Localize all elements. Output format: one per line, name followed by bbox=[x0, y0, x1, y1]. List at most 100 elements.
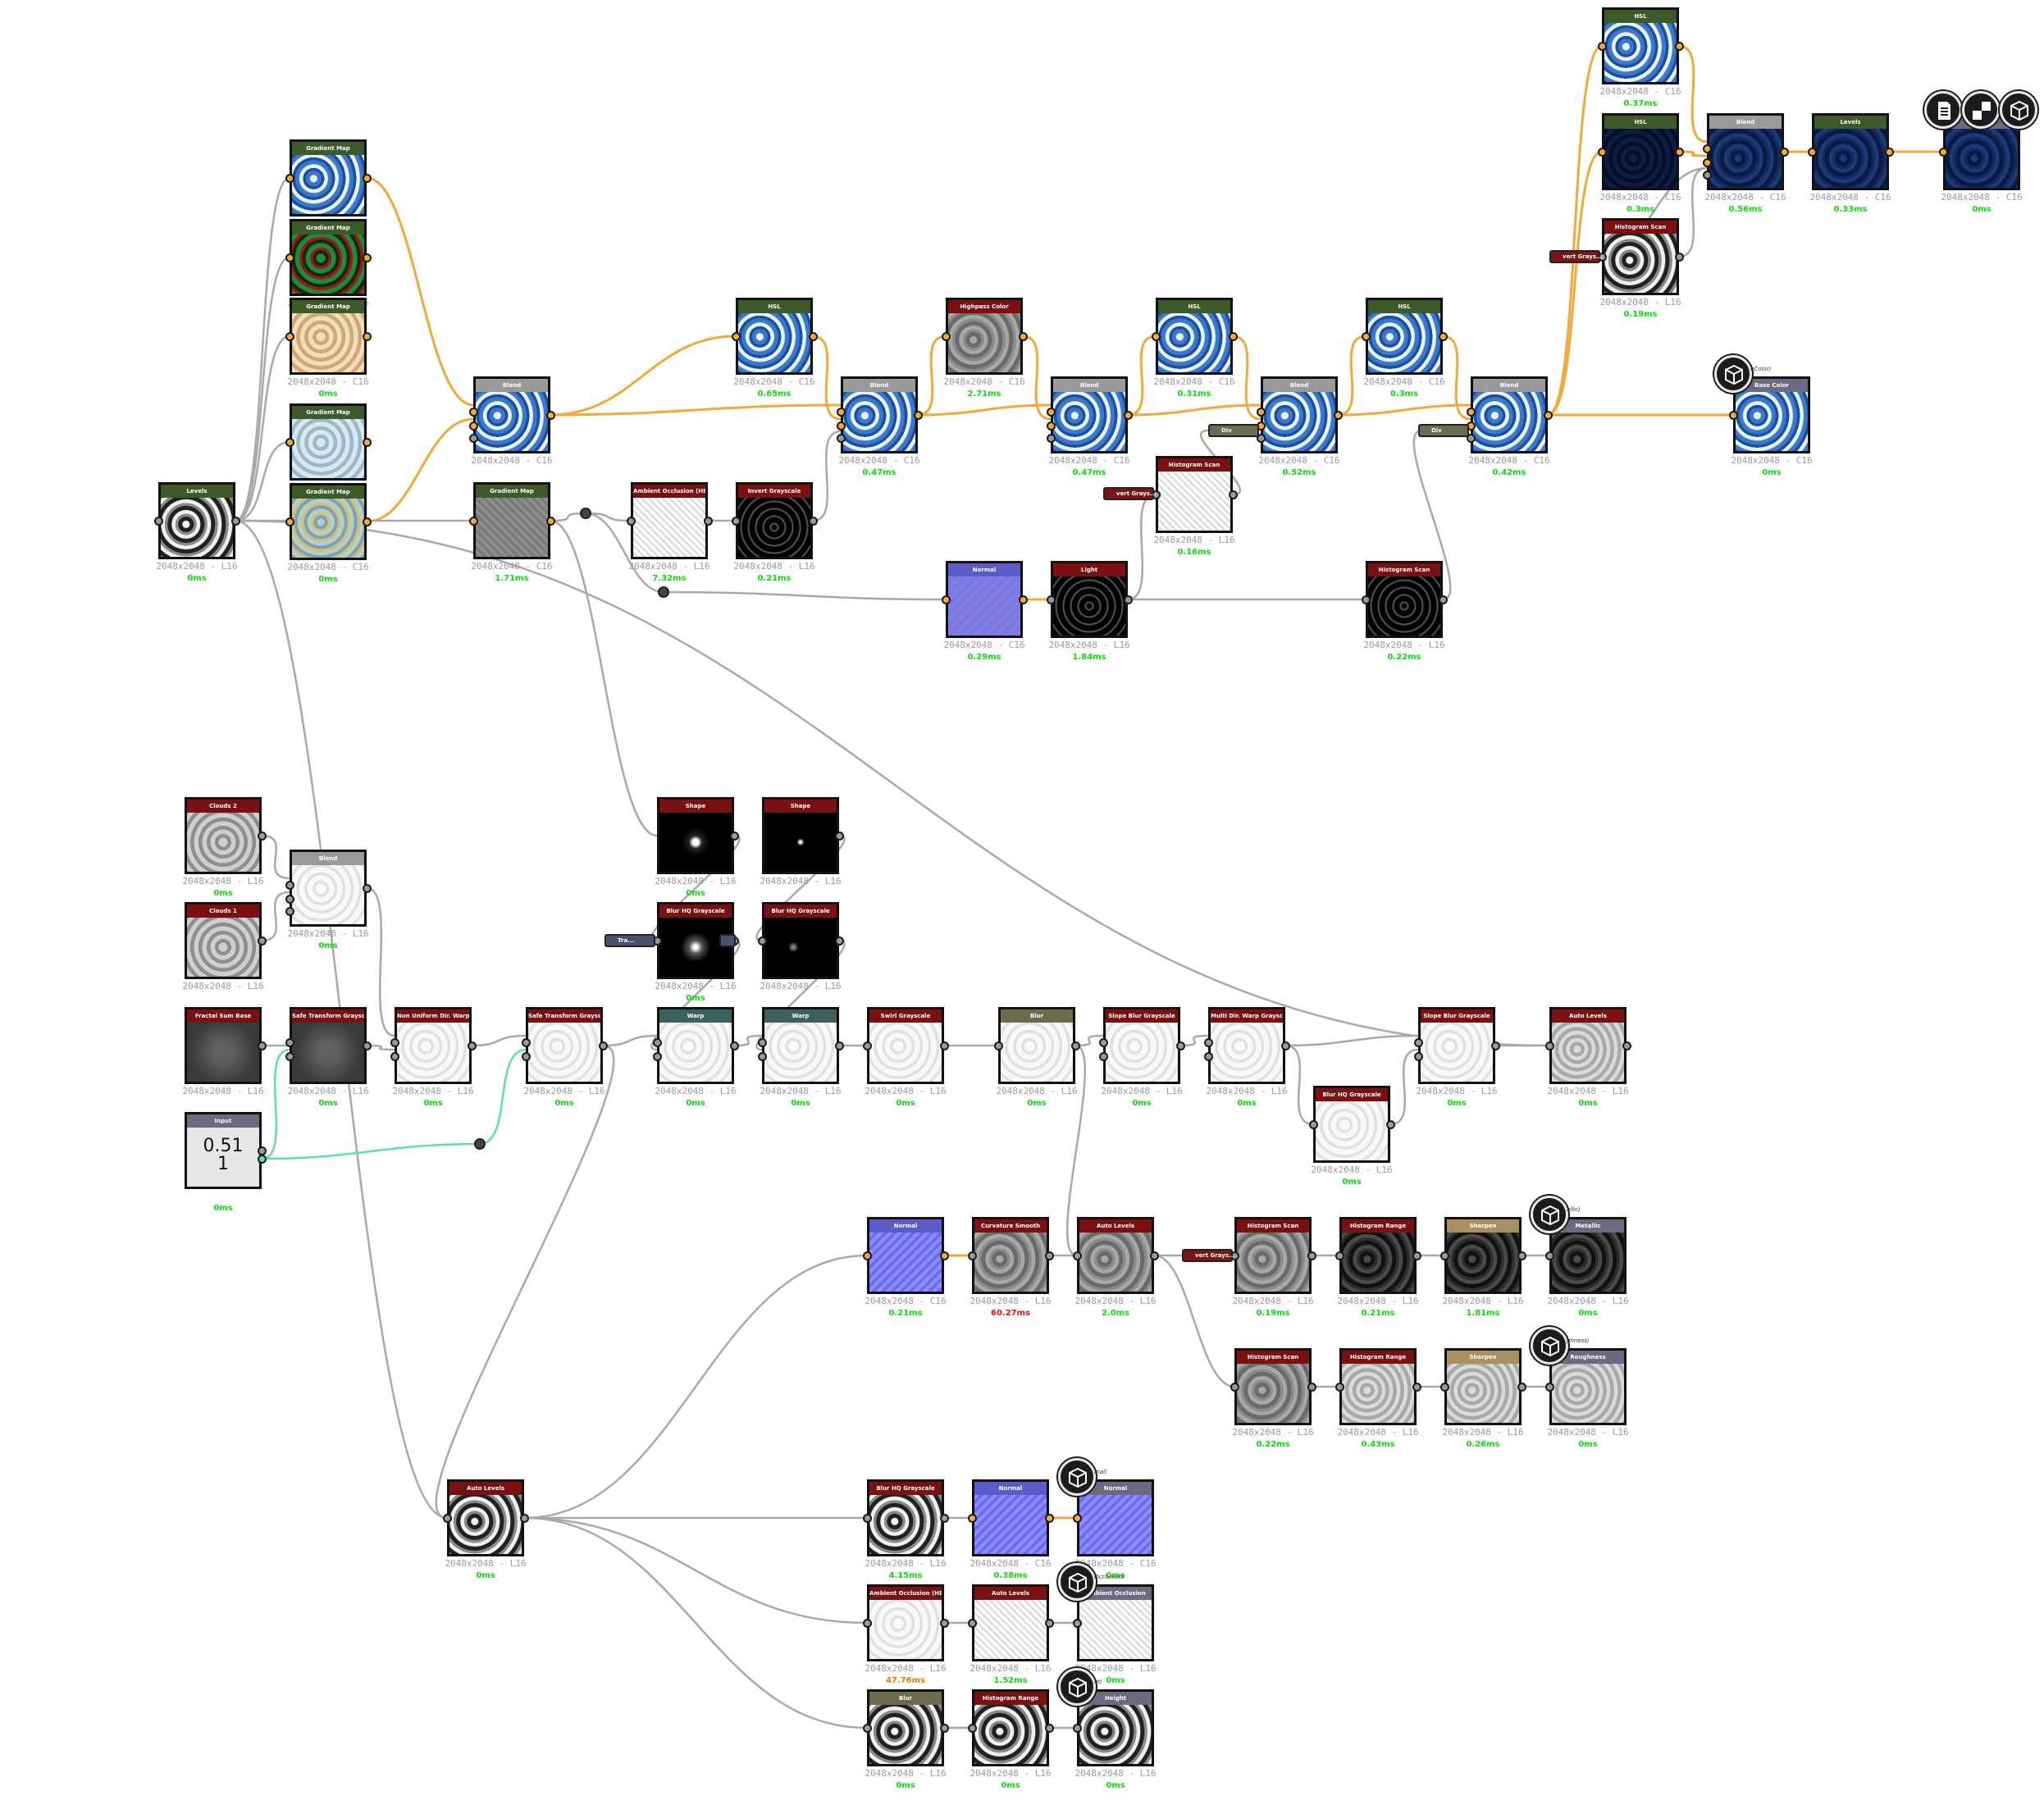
node-fractal[interactable]: Fractal Sum Base bbox=[185, 1007, 262, 1084]
node-port[interactable] bbox=[863, 1724, 872, 1733]
node-port[interactable] bbox=[546, 411, 555, 420]
node-port[interactable] bbox=[1047, 434, 1056, 443]
function-pill[interactable] bbox=[719, 934, 736, 947]
node-port[interactable] bbox=[1780, 148, 1789, 157]
node-gm6[interactable]: Gradient Map bbox=[473, 482, 550, 559]
node-port[interactable] bbox=[1073, 1514, 1082, 1523]
node-nudw[interactable]: Non Uniform Dir. Warp ... bbox=[395, 1007, 472, 1084]
node-port[interactable] bbox=[390, 1052, 399, 1061]
node-port[interactable] bbox=[863, 1251, 872, 1260]
node-port[interactable] bbox=[1675, 148, 1684, 157]
node-port[interactable] bbox=[940, 1041, 949, 1050]
node-port[interactable] bbox=[627, 517, 636, 526]
node-port[interactable] bbox=[1491, 1041, 1500, 1050]
node-hist4[interactable]: Histogram Scan bbox=[1234, 1217, 1312, 1294]
checker-icon[interactable] bbox=[1962, 91, 2000, 129]
node-hsl5[interactable]: HSL bbox=[1602, 113, 1679, 190]
node-port[interactable] bbox=[285, 438, 294, 447]
cube-icon[interactable] bbox=[1531, 1327, 1568, 1365]
function-pill[interactable]: vert Grays... bbox=[1549, 250, 1603, 263]
node-port[interactable] bbox=[1307, 1383, 1316, 1392]
node-port[interactable] bbox=[942, 595, 951, 604]
node-blurhq1[interactable]: Blur HQ Grayscale bbox=[657, 902, 734, 979]
node-port[interactable] bbox=[258, 936, 267, 946]
node-port[interactable] bbox=[258, 1155, 267, 1164]
node-port[interactable] bbox=[863, 1041, 872, 1050]
node-port[interactable] bbox=[968, 1619, 977, 1628]
node-shape2[interactable]: Shape bbox=[762, 797, 839, 874]
node-port[interactable] bbox=[1281, 1041, 1290, 1050]
node-port[interactable] bbox=[469, 422, 478, 431]
node-port[interactable] bbox=[1047, 408, 1056, 417]
node-port[interactable] bbox=[1124, 411, 1133, 420]
node-port[interactable] bbox=[1019, 332, 1028, 341]
node-autolev4[interactable]: Auto Levels bbox=[972, 1584, 1049, 1661]
node-port[interactable] bbox=[1675, 253, 1684, 262]
node-levels2[interactable]: Levels bbox=[1812, 113, 1889, 190]
node-port[interactable] bbox=[363, 332, 372, 341]
node-hist1[interactable]: Histogram Scan bbox=[1156, 456, 1233, 533]
node-port[interactable] bbox=[1019, 595, 1028, 604]
node-blend5[interactable]: Blend bbox=[1471, 376, 1548, 453]
node-port[interactable] bbox=[1439, 595, 1448, 604]
reroute-dot[interactable] bbox=[658, 586, 669, 598]
node-port[interactable] bbox=[1073, 1724, 1082, 1733]
node-port[interactable] bbox=[546, 517, 555, 526]
node-blend6[interactable]: Blend bbox=[1707, 113, 1784, 190]
node-port[interactable] bbox=[758, 1038, 767, 1047]
node-port[interactable] bbox=[940, 1724, 949, 1733]
reroute-dot[interactable] bbox=[474, 1138, 486, 1150]
cube-icon[interactable] bbox=[1058, 1668, 1096, 1706]
function-pill[interactable]: vert Grays... bbox=[1103, 487, 1157, 500]
node-port[interactable] bbox=[1150, 1251, 1159, 1260]
node-port[interactable] bbox=[1440, 1251, 1449, 1260]
node-port[interactable] bbox=[1257, 408, 1266, 417]
node-port[interactable] bbox=[522, 1052, 531, 1061]
node-port[interactable] bbox=[1045, 1619, 1054, 1628]
cube-icon[interactable] bbox=[1058, 1563, 1096, 1601]
node-out-top[interactable] bbox=[1943, 113, 2020, 190]
node-port[interactable] bbox=[285, 332, 294, 341]
node-port[interactable] bbox=[1230, 1383, 1239, 1392]
node-port[interactable] bbox=[363, 1041, 372, 1050]
node-port[interactable] bbox=[835, 936, 844, 946]
node-sharpen1[interactable]: Sharpen bbox=[1444, 1217, 1522, 1294]
node-blurhq2[interactable]: Blur HQ Grayscale bbox=[762, 902, 839, 979]
node-port[interactable] bbox=[940, 1514, 949, 1523]
node-port[interactable] bbox=[258, 1041, 267, 1050]
node-port[interactable] bbox=[1335, 1251, 1344, 1260]
node-invert[interactable]: Invert Grayscale bbox=[736, 482, 813, 559]
node-port[interactable] bbox=[154, 517, 163, 526]
node-port[interactable] bbox=[285, 1052, 294, 1061]
node-port[interactable] bbox=[837, 434, 846, 443]
node-port[interactable] bbox=[285, 907, 294, 916]
node-sharpen2[interactable]: Sharpen bbox=[1444, 1348, 1522, 1425]
node-warp1[interactable]: Warp bbox=[657, 1007, 734, 1084]
function-pill[interactable]: Div bbox=[1418, 424, 1469, 437]
node-port[interactable] bbox=[1047, 422, 1056, 431]
node-port[interactable] bbox=[1545, 1251, 1554, 1260]
node-port[interactable] bbox=[653, 1052, 662, 1061]
node-port[interactable] bbox=[1124, 595, 1133, 604]
node-port[interactable] bbox=[835, 1041, 844, 1050]
node-port[interactable] bbox=[837, 408, 846, 417]
node-port[interactable] bbox=[285, 881, 294, 890]
cube-icon[interactable] bbox=[1058, 1458, 1096, 1496]
node-hsl4[interactable]: HSL bbox=[1602, 7, 1679, 84]
node-port[interactable] bbox=[285, 253, 294, 262]
node-cloud1[interactable]: Clouds 1 bbox=[185, 902, 262, 979]
node-port[interactable] bbox=[1439, 332, 1448, 341]
function-pill[interactable]: Tra... bbox=[605, 934, 655, 947]
node-normal3[interactable]: Normal bbox=[972, 1479, 1049, 1556]
node-port[interactable] bbox=[363, 884, 372, 893]
node-hrange3[interactable]: Histogram Range bbox=[972, 1689, 1049, 1766]
node-port[interactable] bbox=[809, 332, 818, 341]
node-aoout[interactable]: Ambient Occlusion bbox=[1077, 1584, 1154, 1661]
node-port[interactable] bbox=[1386, 1120, 1395, 1129]
node-port[interactable] bbox=[468, 1041, 477, 1050]
node-port[interactable] bbox=[1334, 411, 1343, 420]
node-port[interactable] bbox=[1703, 158, 1712, 167]
node-port[interactable] bbox=[1257, 434, 1266, 443]
node-port[interactable] bbox=[1412, 1383, 1421, 1392]
node-port[interactable] bbox=[758, 1052, 767, 1061]
